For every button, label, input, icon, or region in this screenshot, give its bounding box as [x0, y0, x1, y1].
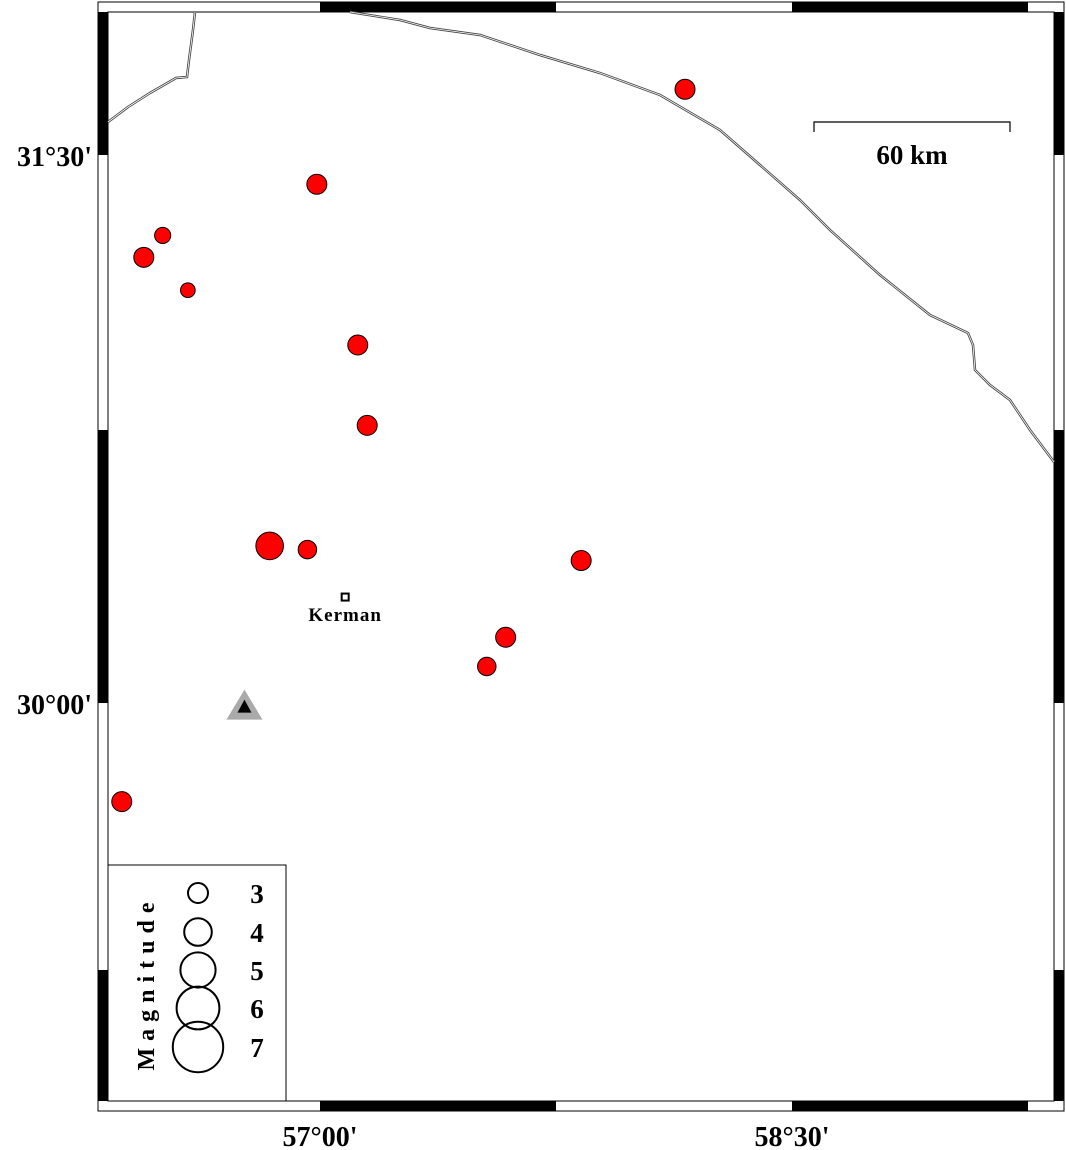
lon-label: 57°00': [283, 1122, 358, 1150]
city-kerman: Kerman: [308, 592, 382, 626]
lat-label: 30°00': [17, 690, 92, 721]
earthquake-marker: [154, 226, 172, 245]
legend-circle: [179, 951, 217, 989]
earthquake-marker: [347, 334, 369, 356]
legend-label: 7: [250, 1033, 264, 1063]
boundary-lines: [107, 10, 1055, 463]
legend-label: 6: [250, 994, 264, 1024]
lon-label: 58°30': [755, 1122, 830, 1150]
earthquake-marker: [477, 656, 497, 677]
earthquake-marker: [111, 791, 133, 813]
earthquake-marker: [179, 282, 196, 299]
earthquake-marker: [255, 531, 284, 561]
legend-label: 4: [250, 918, 264, 948]
earthquake-marker: [297, 539, 318, 560]
legend-circle: [171, 1020, 225, 1074]
station-triangle-icon: [226, 689, 263, 720]
legend-label: 5: [250, 956, 264, 986]
city-marker-icon: [340, 592, 350, 602]
magnitude-legend: Magnitude 3 4 5 6 7: [107, 864, 287, 1102]
legend-circle: [183, 917, 213, 947]
legend-label: 3: [250, 879, 264, 909]
station-inner-triangle: [237, 699, 252, 713]
earthquake-marker: [306, 173, 328, 195]
lat-label: 31°30': [17, 142, 92, 173]
earthquake-marker: [674, 78, 696, 100]
scale-bar-label: 60 km: [876, 140, 948, 170]
earthquake-marker: [495, 626, 517, 648]
earthquake-marker: [570, 550, 592, 572]
earthquake-marker: [133, 246, 155, 268]
earthquake-events: [111, 78, 696, 813]
city-label: Kerman: [308, 605, 382, 626]
scale-bar: 60 km: [813, 121, 1011, 170]
earthquake-marker: [356, 414, 378, 436]
legend-title: Magnitude: [134, 895, 160, 1070]
legend-circle: [187, 882, 209, 904]
legend-circle: [175, 985, 221, 1031]
